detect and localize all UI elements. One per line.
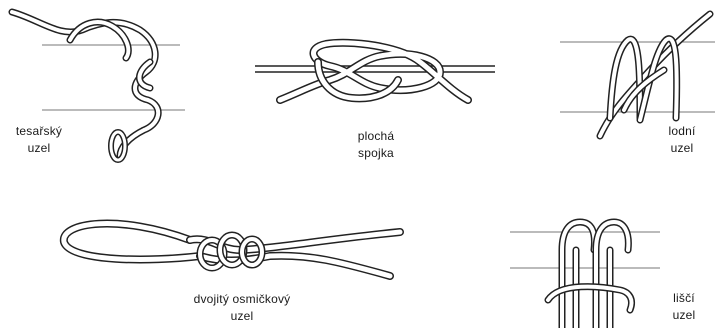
knot-lodni-illustration bbox=[560, 14, 715, 136]
knot-label-lodni: lodní uzel bbox=[654, 123, 710, 157]
knot-label-lodni-line1: lodní bbox=[654, 123, 710, 140]
knot-label-tesarsky: tesařský uzel bbox=[4, 123, 74, 157]
knot-label-plocha-line1: plochá bbox=[336, 128, 416, 145]
knot-dvojity-illustration bbox=[64, 224, 400, 276]
knot-label-dvojity-line2: uzel bbox=[172, 308, 312, 325]
knot-label-tesarsky-line2: uzel bbox=[4, 140, 74, 157]
knot-label-dvojity: dvojitý osmičkový uzel bbox=[172, 291, 312, 325]
knot-plocha-illustration bbox=[255, 43, 495, 100]
knot-label-lodni-line2: uzel bbox=[654, 140, 710, 157]
knot-label-tesarsky-line1: tesařský bbox=[4, 123, 74, 140]
knot-label-lisci-line2: uzel bbox=[658, 307, 710, 324]
knot-lisci-illustration bbox=[510, 222, 660, 328]
knot-label-plocha: plochá spojka bbox=[336, 128, 416, 162]
knot-label-dvojity-line1: dvojitý osmičkový bbox=[172, 291, 312, 308]
knot-label-lisci-line1: liščí bbox=[658, 290, 710, 307]
knot-label-lisci: liščí uzel bbox=[658, 290, 710, 324]
knot-label-plocha-line2: spojka bbox=[336, 145, 416, 162]
